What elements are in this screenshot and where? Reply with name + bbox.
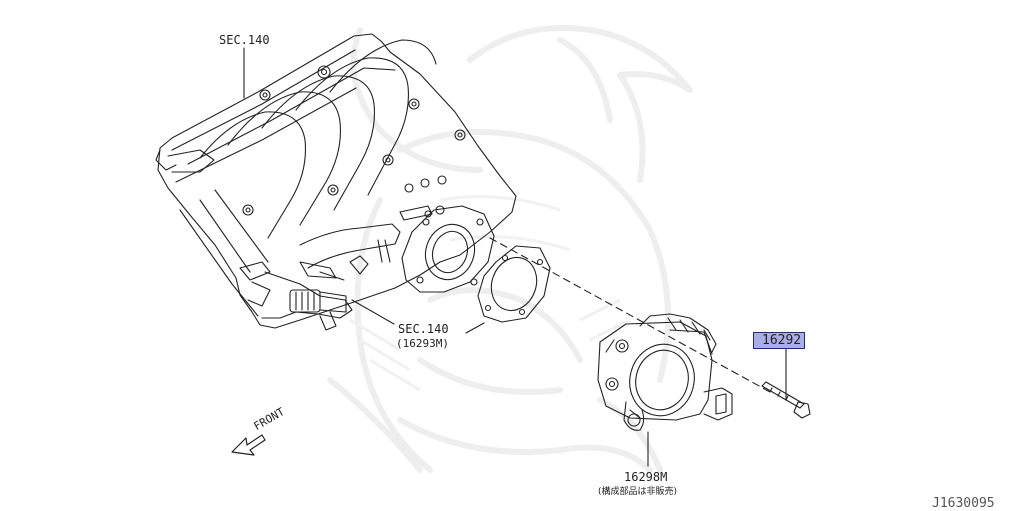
label-16298m[interactable]: 16298M — [624, 470, 668, 484]
leader-sec140-mid — [351, 299, 395, 325]
label-16292[interactable]: 16292 — [753, 332, 806, 349]
center-line — [489, 237, 771, 393]
leader-16293m — [465, 322, 485, 334]
throttle-body — [597, 313, 733, 431]
label-16293m[interactable]: (16293M) — [396, 337, 449, 350]
label-sec140-mid[interactable]: SEC.140 — [398, 322, 449, 336]
label-sec140-top[interactable]: SEC.140 — [219, 33, 270, 47]
diagram-id: J1630095 — [932, 496, 995, 511]
intake-manifold — [155, 33, 517, 331]
gasket — [477, 245, 551, 323]
label-16298m-note: (構成部品は非販売) — [598, 487, 678, 497]
